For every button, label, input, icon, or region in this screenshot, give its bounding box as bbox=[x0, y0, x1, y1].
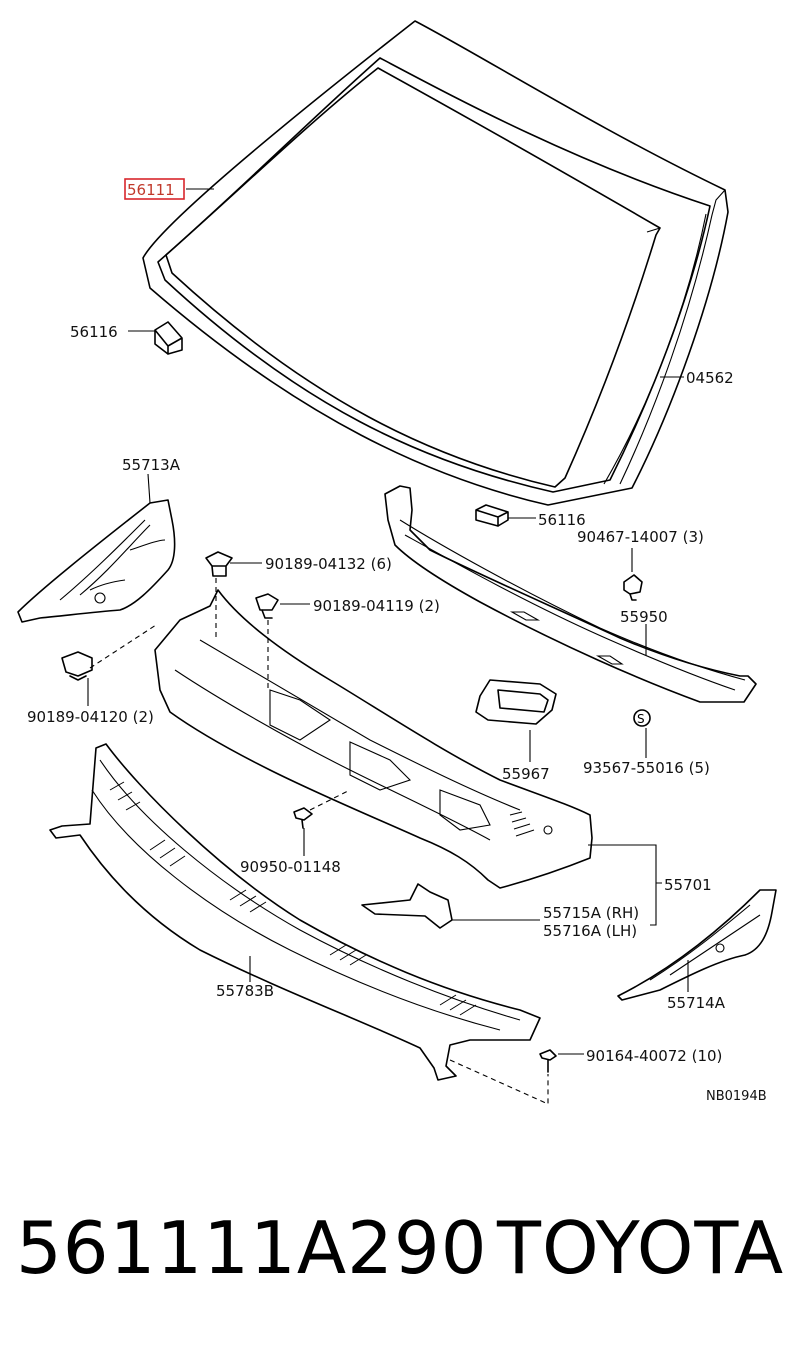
drawing-code: NB0194B bbox=[706, 1089, 767, 1104]
label-cowl-side-right[interactable]: 55714A bbox=[667, 994, 726, 1012]
label-seal[interactable]: 55950 bbox=[620, 608, 668, 626]
brace-55715a-55716a[interactable] bbox=[361, 883, 453, 929]
part-labels: 56111 56116 04562 55713A 56116 90467-140… bbox=[27, 178, 767, 1104]
label-brace-rh[interactable]: 55715A (RH) bbox=[543, 904, 639, 922]
stopper-top[interactable] bbox=[154, 321, 183, 355]
cowl-side-left[interactable] bbox=[17, 499, 176, 623]
cowl-side-right[interactable] bbox=[617, 889, 777, 1001]
molding-04562[interactable] bbox=[603, 213, 707, 485]
leader-lines bbox=[87, 188, 689, 1055]
label-molding[interactable]: 04562 bbox=[686, 369, 734, 387]
label-bolt[interactable]: 90950-01148 bbox=[240, 858, 341, 876]
brand-name: TOYOTA bbox=[497, 1206, 785, 1290]
label-retainer[interactable]: 90467-14007 (3) bbox=[577, 528, 704, 546]
part-number: 561111A290 bbox=[16, 1206, 488, 1290]
label-clip-c[interactable]: 90189-04120 (2) bbox=[27, 708, 154, 726]
clip-90189-04120[interactable] bbox=[61, 651, 93, 681]
clip-90189-04132[interactable] bbox=[205, 551, 233, 577]
label-stopper-top[interactable]: 56116 bbox=[70, 323, 118, 341]
label-cowl-panel[interactable]: 55701 bbox=[664, 876, 712, 894]
label-windshield[interactable]: 56111 bbox=[127, 181, 175, 199]
label-louver[interactable]: 55783B bbox=[216, 982, 274, 1000]
label-stopper-bottom[interactable]: 56116 bbox=[538, 511, 586, 529]
label-brace-lh[interactable]: 55716A (LH) bbox=[543, 922, 637, 940]
svg-text:S: S bbox=[637, 712, 645, 726]
cowl-panel-55701[interactable] bbox=[154, 589, 593, 889]
duct-55967[interactable] bbox=[475, 679, 557, 725]
label-clip-a[interactable]: 90189-04132 (6) bbox=[265, 555, 392, 573]
seal-55950[interactable] bbox=[384, 485, 757, 703]
retainer-90467-14007[interactable] bbox=[623, 574, 643, 601]
label-nut[interactable]: 93567-55016 (5) bbox=[583, 759, 710, 777]
label-duct[interactable]: 55967 bbox=[502, 765, 550, 783]
assembly-dashed-lines bbox=[89, 578, 549, 1105]
label-clip-b[interactable]: 90189-04119 (2) bbox=[313, 597, 440, 615]
label-screw[interactable]: 90164-40072 (10) bbox=[586, 1047, 722, 1065]
nut-93567-55016[interactable]: S bbox=[633, 709, 651, 727]
highlight-box bbox=[124, 178, 185, 200]
clip-90189-04119[interactable] bbox=[255, 593, 279, 619]
windshield-glass[interactable] bbox=[142, 20, 729, 506]
label-cowl-side-left[interactable]: 55713A bbox=[122, 456, 181, 474]
stopper-bottom[interactable] bbox=[475, 504, 509, 527]
bolt-90950-01148[interactable] bbox=[293, 807, 313, 829]
screw-90164-40072[interactable] bbox=[539, 1049, 557, 1073]
louver-55783b[interactable] bbox=[49, 743, 541, 1081]
